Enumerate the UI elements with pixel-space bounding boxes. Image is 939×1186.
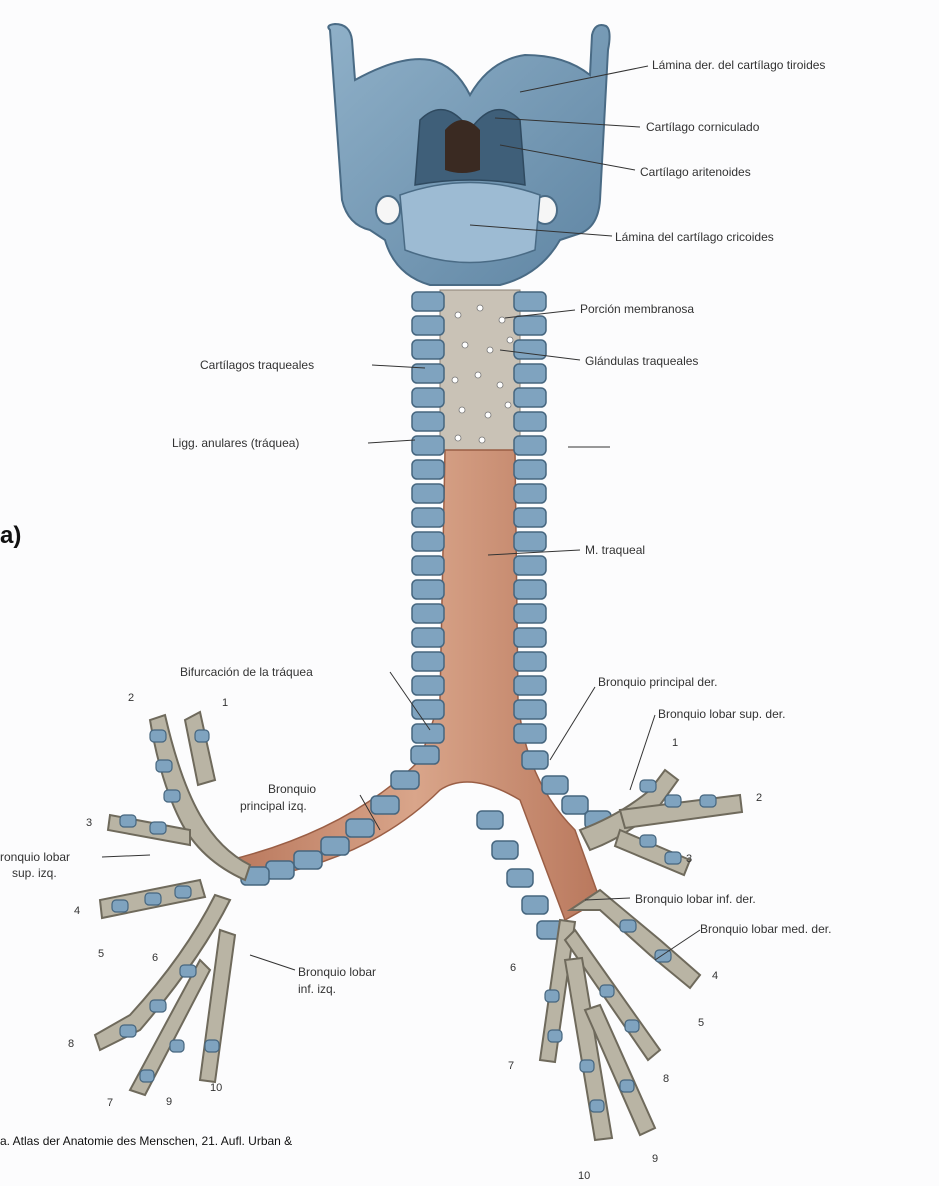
cartilage-ring <box>411 435 445 456</box>
larynx <box>327 22 611 286</box>
cartilage-ring <box>411 459 445 480</box>
segment-number-right: 3 <box>686 853 693 865</box>
cartilage-ring <box>293 850 323 870</box>
cartilage-ring <box>561 795 589 815</box>
label-cartilagos-traqueales: Cartílagos traqueales <box>200 358 315 372</box>
cartilage-ring <box>513 315 547 336</box>
segment-number-right: 2 <box>756 792 763 804</box>
cartilage-ring <box>506 868 534 888</box>
label-bronquio-lobar-inf-der: Bronquio lobar inf. der. <box>635 892 756 906</box>
segment-number-left: 9 <box>166 1096 173 1108</box>
cartilage-ring <box>411 387 445 408</box>
label-bronquio-principal-izq-2: principal izq. <box>240 799 307 813</box>
segment-number-right: 4 <box>712 970 719 982</box>
cartilage-ring <box>513 603 547 624</box>
label-lamina-cricoides: Lámina del cartílago cricoides <box>615 230 774 244</box>
cartilage-ring <box>265 860 295 880</box>
label-bronquio-lobar-med-der: Bronquio lobar med. der. <box>700 922 832 936</box>
cartilage-ring <box>390 770 420 790</box>
porcion-membranosa-area <box>439 289 521 451</box>
segment-number-left: 6 <box>152 952 159 964</box>
leader-lines <box>101 65 701 971</box>
cartilage-ring <box>491 840 519 860</box>
segment-number-left: 10 <box>210 1082 223 1094</box>
cartilage-ring <box>411 291 445 312</box>
segment-number-right: 7 <box>508 1060 515 1072</box>
cartilage-ring <box>513 507 547 528</box>
segment-number-right: 9 <box>652 1153 659 1165</box>
cartilage-ring <box>476 810 504 830</box>
cartilage-ring <box>513 555 547 576</box>
cartilage-ring <box>513 675 547 696</box>
cartilage-ring <box>411 483 445 504</box>
cartilage-ring <box>521 750 549 770</box>
cartilage-ring <box>411 603 445 624</box>
cartilage-ring <box>513 435 547 456</box>
cartilage-ring <box>513 723 547 744</box>
segment-number-left: 7 <box>107 1097 114 1109</box>
segment-number-right: 8 <box>663 1073 670 1085</box>
label-porcion-membranosa: Porción membranosa <box>580 302 695 316</box>
cartilage-ring <box>411 531 445 552</box>
segment-number-left: 8 <box>68 1038 75 1050</box>
cartilage-ring <box>513 699 547 720</box>
cartilage-ring <box>411 411 445 432</box>
segment-number-left: 3 <box>86 817 93 829</box>
label-lamina-der-tiroides: Lámina der. del cartílago tiroides <box>652 58 826 72</box>
label-bronquio-lobar-sup-izq-2: sup. izq. <box>12 866 57 880</box>
cartilage-ring <box>411 339 445 360</box>
label-bronquio-lobar-sup-izq-1: ronquio lobar <box>0 850 71 864</box>
segment-number-left: 2 <box>128 692 135 704</box>
cartilage-ring <box>513 627 547 648</box>
cartilage-ring <box>370 795 400 815</box>
cartilage-ring <box>513 651 547 672</box>
cartilage-ring <box>320 836 350 856</box>
segment-number-left: 1 <box>222 697 229 709</box>
label-bronquio-lobar-inf-izq-2: inf. izq. <box>298 982 337 996</box>
label-cartilago-corniculado: Cartílago corniculado <box>646 120 760 134</box>
cartilage-ring <box>513 387 547 408</box>
cartilage-ring <box>411 507 445 528</box>
cartilage-ring <box>513 339 547 360</box>
cartilage-ring <box>541 775 569 795</box>
cartilage-ring <box>411 315 445 336</box>
cartilage-ring <box>521 895 549 915</box>
source-credit: a. Atlas der Anatomie des Menschen, 21. … <box>0 1134 293 1148</box>
label-bronquio-principal-der: Bronquio principal der. <box>598 675 718 689</box>
cartilage-ring <box>411 675 445 696</box>
cartilage-ring <box>411 651 445 672</box>
label-m-traqueal: M. traqueal <box>585 543 646 557</box>
cartilage-ring <box>410 745 440 765</box>
panel-letter: a) <box>0 522 22 549</box>
label-bronquio-lobar-inf-izq-1: Bronquio lobar <box>298 965 377 979</box>
cartilage-ring <box>411 555 445 576</box>
label-bronquio-lobar-sup-der: Bronquio lobar sup. der. <box>658 707 786 721</box>
label-bifurcacion: Bifurcación de la tráquea <box>180 665 313 679</box>
segment-number-left: 5 <box>98 948 105 960</box>
cartilage-ring <box>411 627 445 648</box>
segment-number-right: 10 <box>578 1170 591 1182</box>
segment-number-right: 6 <box>510 962 517 974</box>
cartilage-ring <box>513 531 547 552</box>
cartilage-ring <box>411 699 445 720</box>
cartilage-ring <box>513 459 547 480</box>
label-ligg-anulares: Ligg. anulares (tráquea) <box>172 436 300 450</box>
label-glandulas-traqueales: Glándulas traqueales <box>585 354 699 368</box>
cartilage-ring <box>411 363 445 384</box>
cartilage-ring <box>513 579 547 600</box>
cartilage-ring <box>411 723 445 744</box>
cartilage-ring <box>513 411 547 432</box>
cartilage-ring <box>513 483 547 504</box>
cartilage-ring <box>513 363 547 384</box>
segment-number-right: 5 <box>698 1017 705 1029</box>
cartilage-ring <box>411 579 445 600</box>
segment-number-left: 4 <box>74 905 81 917</box>
cartilage-ring <box>513 291 547 312</box>
segment-number-right: 1 <box>672 737 679 749</box>
cartilage-ring <box>345 818 375 838</box>
label-cartilago-aritenoides: Cartílago aritenoides <box>640 165 751 179</box>
label-bronquio-principal-izq-1: Bronquio <box>268 782 317 796</box>
